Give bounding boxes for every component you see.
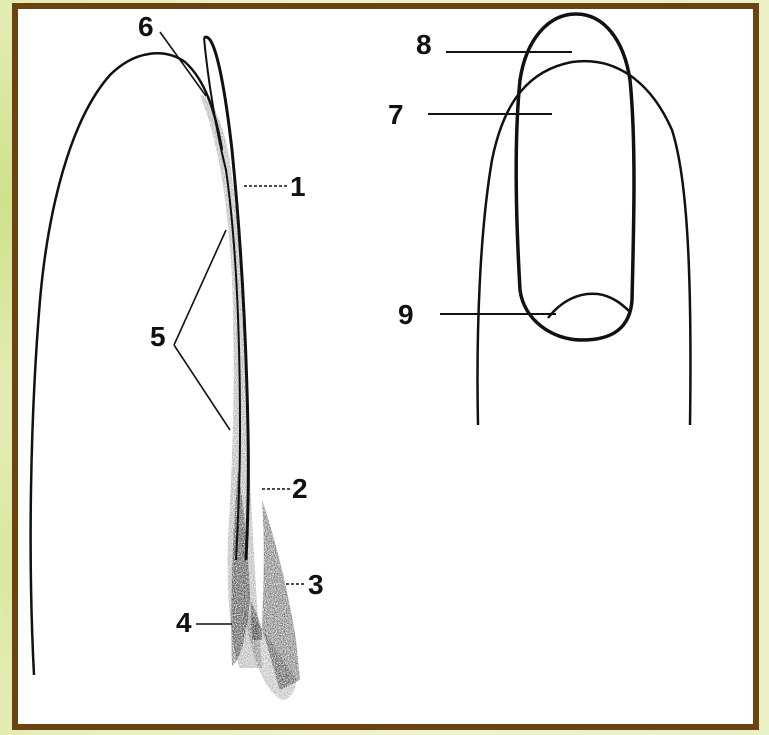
label-6: 6	[138, 11, 154, 42]
leader-5b	[174, 345, 230, 430]
label-1: 1	[290, 171, 306, 202]
leader-lines-right	[428, 52, 572, 314]
label-5: 5	[150, 321, 166, 352]
finger-side-view	[31, 37, 300, 700]
finger-outline-front	[478, 61, 691, 425]
label-8: 8	[416, 29, 432, 60]
label-4: 4	[176, 607, 192, 638]
label-2: 2	[292, 473, 308, 504]
nail-bed-shading	[200, 95, 262, 668]
label-7: 7	[388, 99, 404, 130]
lunula-line	[548, 294, 630, 318]
label-9: 9	[398, 299, 414, 330]
leader-5a	[174, 230, 226, 345]
label-3: 3	[308, 569, 324, 600]
leader-6	[160, 32, 206, 96]
finger-front-view	[478, 14, 691, 425]
nail-plate-front	[516, 14, 634, 340]
finger-outline-side	[31, 53, 222, 675]
